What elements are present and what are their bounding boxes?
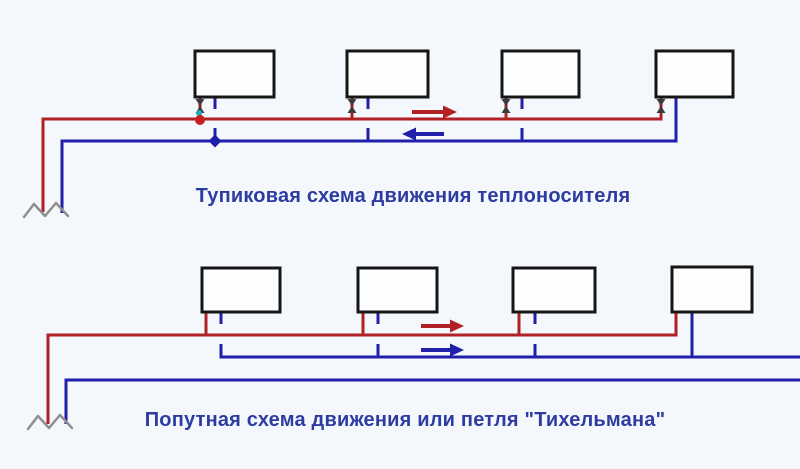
flow-arrow-head-right [450,343,464,357]
pipe-break-icon [26,413,74,431]
radiator-valve-icon [347,99,357,113]
dead-end-scheme-radiator [654,49,735,99]
dead-end-scheme-radiator [500,49,581,99]
tichelmann-scheme-title: Попутная схема движения или петля "Тихел… [144,409,666,431]
tichelmann-loop-scheme-return-pipe [219,344,800,359]
flow-arrow-head-right [450,319,464,333]
flow-arrow-head-right [443,105,457,119]
tichelmann-loop-scheme-radiator [200,266,282,314]
tichelmann-loop-scheme-return-pipe [64,378,800,424]
dead-end-scheme-radiator [345,49,430,99]
radiator-valve-icon [656,99,666,113]
tichelmann-loop-scheme-radiator [356,266,439,314]
tichelmann-loop-scheme-radiator [511,266,597,314]
dead-end-scheme-title: Тупиковая схема движения теплоносителя [195,185,631,207]
pipe-junction-diamond [208,134,222,148]
radiator-valve-icon [501,99,511,113]
dead-end-scheme-radiator [193,49,276,99]
valve-dot-icon [196,110,202,116]
pipe-junction-dot [195,115,205,125]
pipe-break-icon [22,201,70,219]
flow-arrow-head-left [402,127,416,141]
tichelmann-loop-scheme-radiator [670,265,754,314]
radiator-valve-icon [195,99,205,113]
